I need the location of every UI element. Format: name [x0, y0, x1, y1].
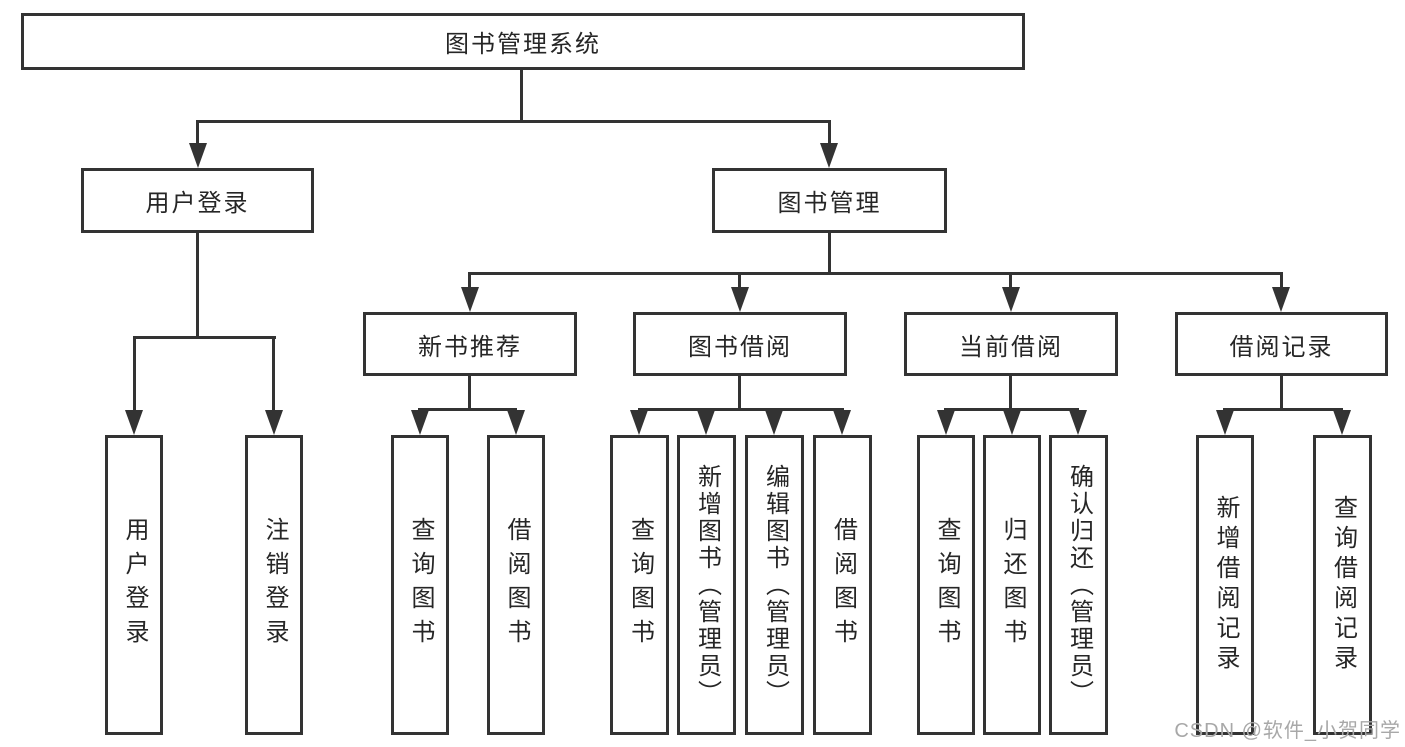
leaf-query-borrow-record: 查询借阅记录	[1313, 435, 1372, 735]
connector-line	[1009, 376, 1012, 411]
csdn-watermark: CSDN @软件_小贺同学	[1174, 720, 1401, 742]
connector-line	[520, 70, 523, 122]
leaf-query-books-recommend: 查询图书	[391, 435, 449, 735]
arrow-head	[411, 410, 429, 435]
connector-line	[133, 336, 136, 412]
arrow-head	[1216, 410, 1234, 435]
node-user-login-branch: 用户登录	[81, 168, 314, 233]
node-current-borrowing: 当前借阅	[904, 312, 1118, 376]
connector-line	[738, 272, 741, 290]
node-borrowing-records: 借阅记录	[1175, 312, 1388, 376]
leaf-edit-book-admin: 编辑图书（管理员）	[745, 435, 804, 735]
connector-line	[1009, 272, 1012, 290]
leaf-query-books-borrow: 查询图书	[610, 435, 669, 735]
arrow-head	[507, 410, 525, 435]
connector-line	[468, 272, 471, 290]
arrow-head	[937, 410, 955, 435]
connector-line	[828, 233, 831, 274]
connector-line	[196, 232, 199, 338]
leaf-add-borrow-record: 新增借阅记录	[1196, 435, 1254, 735]
arrow-head	[1272, 287, 1290, 312]
connector-line	[944, 408, 1079, 411]
arrow-head	[461, 287, 479, 312]
arrow-head	[731, 287, 749, 312]
connector-line	[196, 120, 831, 123]
leaf-return-book: 归还图书	[983, 435, 1041, 735]
arrow-head	[1002, 287, 1020, 312]
arrow-head	[765, 410, 783, 435]
leaf-borrow-books-recommend: 借阅图书	[487, 435, 545, 735]
leaf-logout-login: 注销登录	[245, 435, 303, 735]
connector-line	[133, 336, 276, 339]
leaf-borrow-books: 借阅图书	[813, 435, 872, 735]
arrow-head	[1069, 410, 1087, 435]
leaf-query-books-current: 查询图书	[917, 435, 975, 735]
arrow-head	[630, 410, 648, 435]
arrow-head	[697, 410, 715, 435]
leaf-add-book-admin: 新增图书（管理员）	[677, 435, 736, 735]
node-book-borrowing: 图书借阅	[633, 312, 847, 376]
connector-line	[196, 120, 199, 146]
arrow-head	[820, 143, 838, 168]
node-book-management: 图书管理	[712, 168, 947, 233]
connector-line	[418, 408, 517, 411]
node-root: 图书管理系统	[21, 13, 1025, 70]
arrow-head	[1333, 410, 1351, 435]
arrow-head	[189, 143, 207, 168]
connector-line	[638, 408, 844, 411]
connector-line	[468, 272, 1283, 275]
connector-line	[1280, 376, 1283, 411]
connector-line	[468, 376, 471, 411]
leaf-user-login: 用户登录	[105, 435, 163, 735]
arrow-head	[125, 410, 143, 435]
connector-line	[272, 336, 275, 412]
arrow-head	[265, 410, 283, 435]
arrow-head	[1003, 410, 1021, 435]
connector-line	[1280, 272, 1283, 290]
arrow-head	[833, 410, 851, 435]
connector-line	[738, 376, 741, 411]
connector-line	[828, 120, 831, 146]
node-new-book-recommendation: 新书推荐	[363, 312, 577, 376]
leaf-confirm-return-admin: 确认归还（管理员）	[1049, 435, 1108, 735]
connector-line	[1223, 408, 1343, 411]
